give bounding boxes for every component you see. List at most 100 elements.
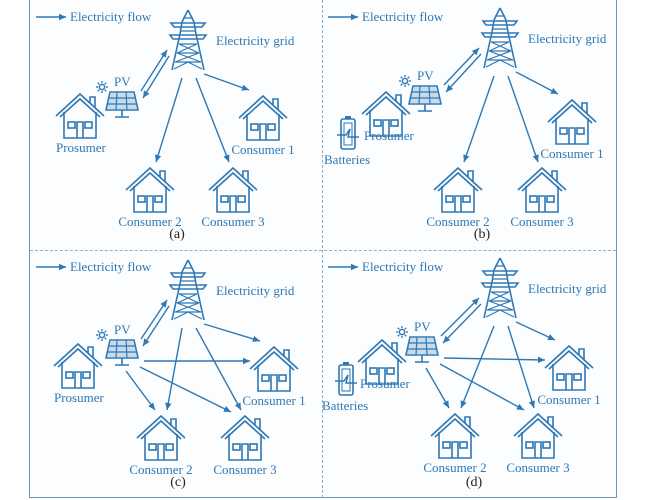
tower-legs [171,259,205,321]
arrowhead [252,335,260,343]
consumer2-label: Consumer 2 [118,214,181,229]
consumer3-label: Consumer 3 [510,214,573,229]
window-left [65,371,74,379]
flow-grid-to-consumer2 [155,77,183,163]
window-right [462,195,471,203]
batteries-label: Batteries [324,152,370,167]
legend-arrow [36,13,66,21]
consumer2-house-icon [430,412,480,459]
arrowhead [59,263,66,271]
window-left [137,195,146,203]
consumer2-label: Consumer 2 [426,214,489,229]
roof-outer [220,414,270,439]
arrow-shaft [445,53,482,93]
walls [521,432,555,459]
arrow-shaft [507,325,535,409]
window-right [390,119,399,127]
panel-stand [115,110,129,118]
walls [133,186,167,213]
window-left [369,367,378,375]
arrow-shaft [425,367,450,409]
roof-inner [253,350,295,371]
solar-panel-icon [96,329,139,366]
sun-icon [96,81,108,93]
roof-inner [129,171,171,192]
arrowhead [463,154,470,162]
sun-ray [97,82,100,85]
crossarm-top [481,270,519,276]
window-left [232,443,241,451]
consumer3-label: Consumer 3 [201,214,264,229]
sun-ray [104,82,107,85]
roof-inner [521,171,563,192]
panel-caption: (d) [466,475,483,490]
battery-terminal [343,362,349,365]
flow-grid-to-pv [142,305,170,347]
window-left [250,123,259,131]
door [538,195,546,212]
arrow-shaft [139,366,232,413]
sun-ray [97,330,100,333]
flows [425,297,556,411]
flow-pv-to-grid [140,49,168,92]
sun-ray [407,76,410,79]
arrowhead [443,335,451,343]
pv-label: PV [414,319,431,334]
door [229,195,237,212]
walls [365,358,399,385]
arrowhead [223,154,230,162]
chimney [547,416,554,428]
arrow-shaft [203,73,250,91]
door [157,443,165,460]
chimney [581,102,588,114]
sun-ray [104,337,107,340]
flow-pv-to-consumer3 [439,363,525,411]
tower-legs [483,257,517,319]
prosumer-house-icon [53,342,103,389]
arrow-shaft [460,325,495,409]
arrowhead [59,13,66,21]
roof-inner [224,419,266,440]
crossarm-bottom [168,34,208,40]
flow-grid-to-consumer3 [195,77,230,163]
arrowhead [471,298,479,306]
door [146,195,154,212]
arrowhead [243,357,250,365]
roof-inner [57,347,99,368]
window-left [67,121,76,129]
flow-grid-to-consumer2 [165,327,183,411]
walls [216,186,250,213]
roof-inner [517,417,559,438]
arrow-shaft [203,323,261,342]
consumer2-house-icon [136,414,186,461]
chimney [467,170,474,182]
arrow-shaft [515,321,556,341]
window-right [165,443,174,451]
crossarm-bottom [168,284,208,290]
roof-inner [212,171,254,192]
arrow-shaft [155,77,183,163]
arrow-shaft [443,47,480,86]
flow-grid-to-consumer3 [507,75,539,163]
window-right [573,373,582,381]
arrowhead [143,90,150,98]
battery-inner [343,122,353,146]
legend-label: Electricity flow [362,259,444,274]
legend: Electricity flow [36,9,152,24]
window-right [386,367,395,375]
chimney [89,96,96,108]
sun-ray [97,89,100,92]
arrow-shaft [442,303,482,344]
solar-panel-icon [399,75,442,112]
electricity-grid-tower-icon [168,259,208,321]
arrowhead [148,402,155,410]
arrow-shaft [443,357,546,361]
roof-inner [361,343,403,364]
consumer3-house-icon [208,166,258,213]
crossarm-top [169,22,207,28]
consumer1-label: Consumer 1 [537,392,600,407]
prosumer-label: Prosumer [54,390,105,405]
consumer3-house-icon [513,412,563,459]
flow-pv-to-consumer3 [139,366,232,413]
